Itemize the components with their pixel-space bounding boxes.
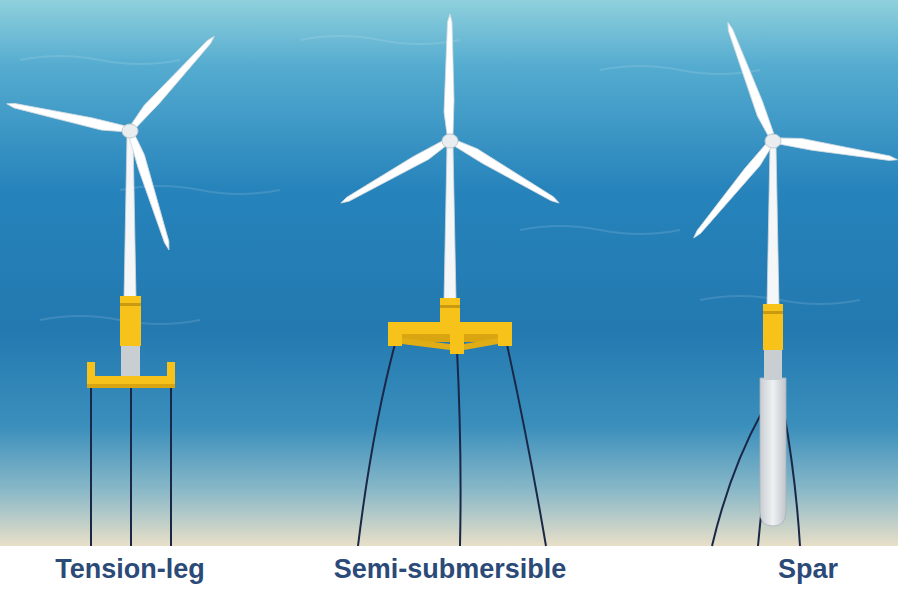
platform-type-label: Semi-submersible <box>334 555 567 585</box>
waves <box>20 36 860 324</box>
semi-submersible-turbine <box>339 14 562 546</box>
spar-turbine <box>691 21 898 546</box>
tension-leg-turbine <box>6 32 218 546</box>
platform-type-label: Spar <box>778 555 838 585</box>
sea <box>0 0 898 546</box>
platform-type-label: Tension-leg <box>55 555 205 585</box>
